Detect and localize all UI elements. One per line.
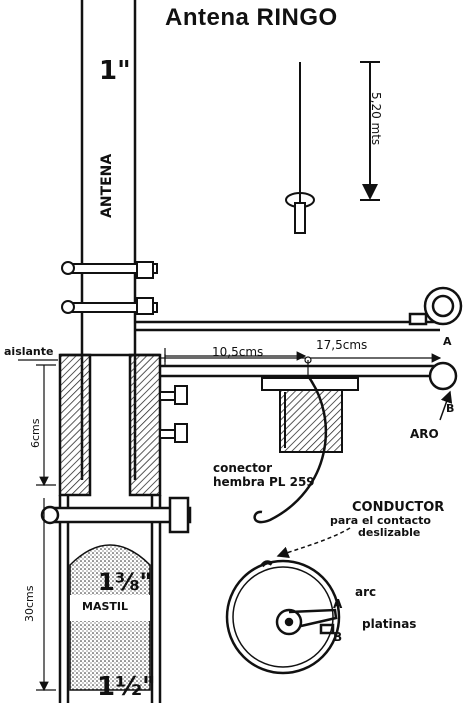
aislante-label: aislante bbox=[4, 345, 54, 358]
conector-label: conector bbox=[213, 461, 273, 475]
mast bbox=[40, 495, 192, 703]
six-cms-label: 6cms bbox=[29, 418, 42, 449]
arc-label: arc bbox=[355, 585, 377, 599]
platinas-label: platinas bbox=[362, 617, 417, 631]
horizontal-dimensions bbox=[160, 348, 442, 376]
conductor-wire bbox=[253, 375, 328, 524]
a-top-label: A bbox=[443, 335, 452, 348]
b-low-label: B bbox=[333, 630, 343, 644]
aro-label: ARO bbox=[410, 427, 439, 441]
dimension-lines bbox=[18, 359, 58, 692]
page-title: Antena RINGO bbox=[165, 4, 338, 31]
b-mid-label: B bbox=[446, 402, 455, 415]
mastil-size-label: 1⅜" bbox=[98, 568, 153, 596]
sleeve-bolts bbox=[159, 385, 188, 443]
dist-175-label: 17,5cms bbox=[316, 338, 368, 352]
thirty-cms-label: 30cms bbox=[23, 585, 36, 623]
antena-label: ANTENA bbox=[99, 153, 115, 218]
antenna-size-label: 1" bbox=[99, 56, 131, 86]
deslizable-label: deslizable bbox=[358, 526, 421, 539]
lower-arm bbox=[160, 361, 458, 391]
upper-clamps bbox=[60, 261, 158, 315]
mast-label-band bbox=[70, 595, 150, 621]
base-size-label: 1½" bbox=[97, 672, 156, 702]
a-low-label: A bbox=[333, 597, 343, 611]
connector-block bbox=[261, 377, 359, 453]
conductor-label: CONDUCTOR bbox=[352, 500, 445, 515]
hembra-label: hembra PL 259 bbox=[213, 475, 315, 489]
arc-detail bbox=[225, 559, 341, 675]
leader-line bbox=[276, 527, 351, 559]
aro-arrow bbox=[439, 390, 453, 421]
insulator-sleeve bbox=[58, 353, 162, 497]
height-520-label: 5,20 mts bbox=[369, 92, 383, 146]
para-el-label: para el contacto bbox=[330, 514, 431, 527]
ringo-sketch bbox=[285, 61, 380, 234]
upper-arm bbox=[135, 286, 463, 332]
dist-105-label: 10,5cms bbox=[212, 345, 264, 359]
mastil-label: MASTIL bbox=[82, 600, 128, 613]
